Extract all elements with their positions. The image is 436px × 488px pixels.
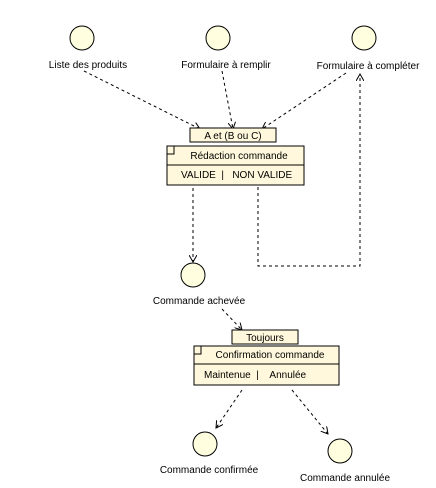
- flow-nonvalide-loop: [257, 74, 360, 267]
- confirmation-corner-mark: [194, 346, 202, 355]
- state-formulaire-completer-label: Formulaire à compléter: [317, 61, 420, 72]
- confirmation-condition-label: Toujours: [246, 333, 284, 344]
- state-commande-annulee-node: [327, 438, 353, 464]
- state-commande-confirmee-node: [192, 431, 218, 457]
- flow-annulee-to-annulee: [291, 389, 328, 434]
- state-commande-achevee-label: Commande achevée: [153, 296, 246, 307]
- flow-remplir-to-redaction: [221, 70, 233, 129]
- flow-completer-to-redaction: [262, 72, 347, 129]
- redaction-condition-label: A et (B ou C): [204, 131, 261, 142]
- state-liste-produits-label: Liste des produits: [49, 60, 127, 71]
- state-commande-annulee-label: Commande annulée: [300, 473, 390, 484]
- flow-achevee-to-confirmation: [221, 308, 242, 330]
- state-commande-achevee-node: [180, 262, 206, 288]
- state-commande-confirmee-label: Commande confirmée: [160, 465, 259, 476]
- redaction-condition-tab: [189, 127, 277, 143]
- redaction-outcomes: VALIDE | NON VALIDE: [181, 170, 292, 181]
- confirmation-title: Confirmation commande: [216, 350, 325, 361]
- confirmation-outcomes: Maintenue | Annulée: [204, 370, 307, 381]
- flow-maintenue-to-confirmee: [216, 389, 243, 428]
- state-formulaire-remplir-node: [205, 25, 231, 51]
- flow-liste-to-redaction: [83, 70, 200, 129]
- state-formulaire-completer-node: [351, 25, 377, 51]
- confirmation-box: [193, 345, 340, 386]
- redaction-corner-mark: [167, 146, 175, 155]
- state-liste-produits-node: [69, 25, 95, 51]
- confirmation-condition-tab: [231, 329, 299, 345]
- state-formulaire-remplir-label: Formulaire à remplir: [181, 60, 271, 71]
- redaction-title: Rédaction commande: [190, 151, 288, 162]
